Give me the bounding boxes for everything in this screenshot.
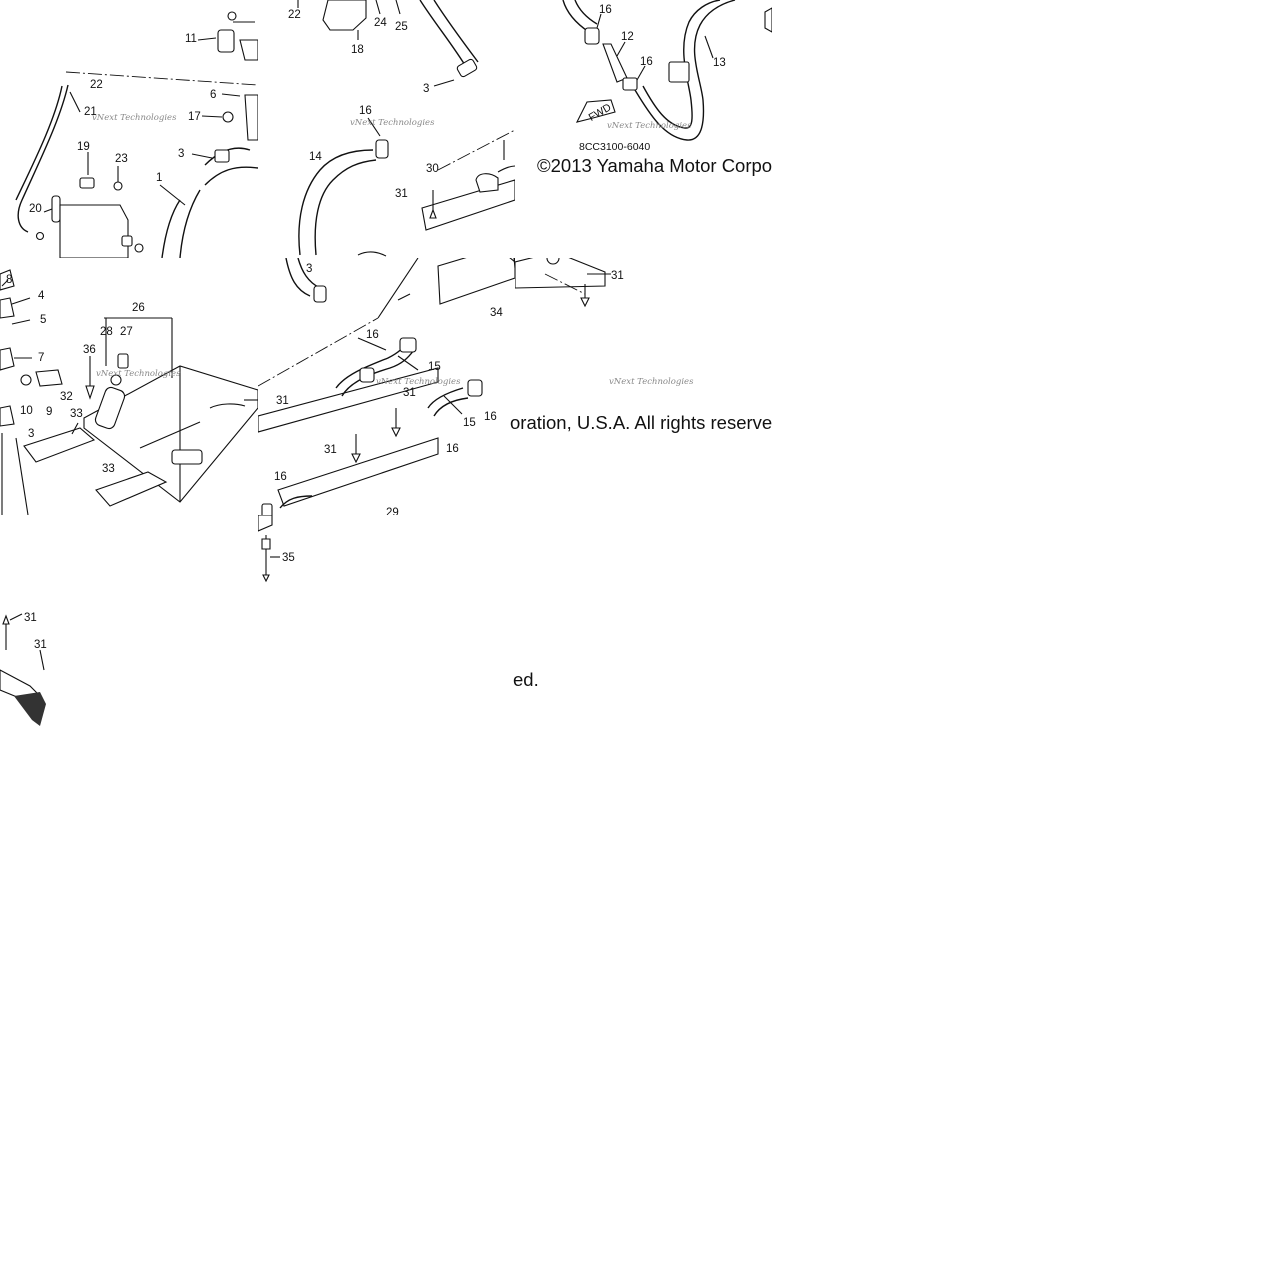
callout-label: 8 [6, 274, 12, 286]
callout-label: 32 [60, 391, 73, 403]
callout-label: 27 [120, 326, 133, 338]
callout-label: 28 [100, 326, 113, 338]
diagram-tile-middle-center: 3 16 15 31 15 16 16 31 31 16 29 34 vNext… [258, 258, 515, 515]
callout-label: 3 [306, 263, 312, 275]
watermark: vNext Technologies [92, 113, 177, 123]
callout-label: 25 [395, 21, 408, 33]
diagram-strip-bolt: 35 [258, 515, 318, 585]
callout-label: 7 [38, 352, 44, 364]
copyright-text-part-1: ©2013 Yamaha Motor Corpo [537, 157, 772, 176]
callout-label: 15 [428, 361, 441, 373]
callout-label: 33 [70, 408, 83, 420]
diagram-tile-top-right: FWD 16 12 16 13 vNext Technologies 8CC31… [515, 0, 772, 258]
copyright-text-part-3: ed. [513, 669, 539, 690]
callout-label: 31 [395, 188, 408, 200]
callout-label: 12 [621, 31, 634, 43]
callout-label: 31 [34, 639, 47, 651]
watermark: vNext Technologies [350, 118, 435, 128]
copyright-text-part-2: oration, U.S.A. All rights reserve [510, 414, 772, 433]
callout-label: 3 [423, 83, 429, 95]
diagram-tile-middle-right: 29 31 vNext Technologies [515, 258, 772, 515]
callout-label: 13 [713, 57, 726, 69]
callout-label: 24 [374, 17, 387, 29]
callout-label: 30 [426, 163, 439, 175]
callout-label: 31 [611, 270, 624, 282]
callout-label: 31 [403, 387, 416, 399]
diagram-tile-top-center: 22 24 25 18 3 16 14 30 31 vNext Technolo… [258, 0, 515, 258]
callout-label: 31 [24, 612, 37, 624]
callout-label: 16 [446, 443, 459, 455]
callout-label: 36 [83, 344, 96, 356]
callout-label: 5 [40, 314, 46, 326]
callout-label: 1 [156, 172, 162, 184]
callout-label: 19 [77, 141, 90, 153]
callout-label: 17 [188, 111, 201, 123]
callout-label: 16 [359, 105, 372, 117]
watermark: vNext Technologies [609, 377, 694, 387]
callout-label: 14 [309, 151, 322, 163]
callout-label: 31 [324, 444, 337, 456]
callout-label: 29 [386, 507, 399, 515]
callout-label: 16 [599, 4, 612, 16]
callout-label: 20 [29, 203, 42, 215]
callout-label: 15 [463, 417, 476, 429]
callout-label: 22 [90, 79, 103, 91]
watermark: vNext Technologies [607, 121, 692, 131]
diagram-tile-bottom-left: 31 31 [0, 600, 60, 730]
callout-label: 35 [282, 552, 295, 564]
callout-label: 21 [84, 106, 97, 118]
callout-label: 33 [102, 463, 115, 475]
callout-label: 26 [132, 302, 145, 314]
callout-label: 29 [647, 258, 660, 261]
callout-label: 22 [288, 9, 301, 21]
callout-label: 6 [210, 89, 216, 101]
diagram-tile-top-left: 22 11 21 17 6 3 19 23 1 20 vNext Technol… [0, 0, 258, 258]
callout-label: 3 [28, 428, 34, 440]
callout-label: 16 [274, 471, 287, 483]
callout-label: 31 [276, 395, 289, 407]
callout-label: 18 [351, 44, 364, 56]
callout-label: 9 [46, 406, 52, 418]
watermark: vNext Technologies [96, 369, 181, 379]
callout-label: 34 [490, 307, 503, 319]
callout-label: 16 [366, 329, 379, 341]
callout-label: 4 [38, 290, 45, 302]
callout-label: 16 [484, 411, 497, 423]
callout-label: 11 [185, 33, 197, 45]
part-code: 8CC3100-6040 [579, 141, 650, 153]
callout-label: 10 [20, 405, 33, 417]
diagram-tile-middle-left: 8 4 5 26 28 27 36 7 10 9 32 33 3 33 vNex… [0, 258, 258, 515]
callout-label: 16 [640, 56, 653, 68]
watermark: vNext Technologies [376, 377, 461, 387]
callout-label: 23 [115, 153, 128, 165]
callout-label: 3 [178, 148, 184, 160]
